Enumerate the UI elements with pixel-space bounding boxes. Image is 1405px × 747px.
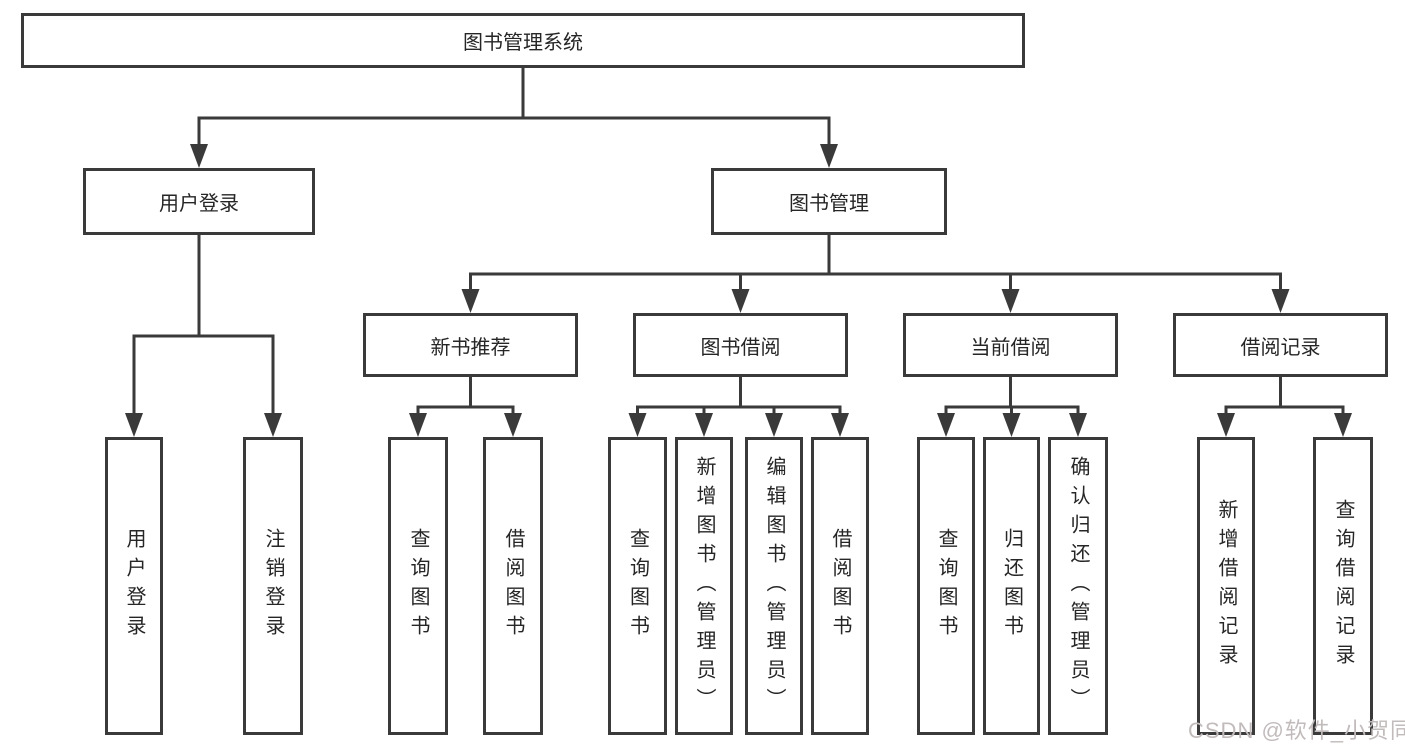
node-label-leaf-confirm-return: 确认归还（管理员）: [1067, 455, 1089, 717]
node-leaf-user-login: 用户登录: [105, 437, 163, 735]
node-leaf-add-book: 新增图书（管理员）: [675, 437, 733, 735]
node-label-leaf-add-record: 新增借阅记录: [1215, 499, 1237, 673]
arrowhead-icon: [937, 413, 955, 437]
node-label-leaf-query-record: 查询借阅记录: [1332, 499, 1354, 673]
arrowhead-icon: [504, 413, 522, 437]
arrowhead-icon: [765, 413, 783, 437]
node-new-book-recommend: 新书推荐: [363, 313, 578, 377]
node-label-current-borrow: 当前借阅: [970, 336, 1051, 359]
arrowhead-icon: [820, 144, 838, 168]
arrowhead-icon: [461, 289, 480, 313]
arrowhead-icon: [628, 413, 647, 437]
node-leaf-query-book-1: 查询图书: [388, 437, 448, 735]
arrowhead-icon: [1271, 289, 1290, 313]
arrowhead-icon: [264, 413, 282, 437]
node-label-leaf-add-book: 新增图书（管理员）: [693, 455, 715, 717]
node-leaf-return-book: 归还图书: [983, 437, 1040, 735]
node-book-management: 图书管理: [711, 168, 947, 235]
node-label-leaf-query-book-1: 查询图书: [407, 528, 429, 644]
arrowhead-icon: [1002, 413, 1021, 437]
node-label-borrow-record: 借阅记录: [1240, 336, 1321, 359]
node-label-book-management: 图书管理: [789, 193, 869, 215]
node-root: 图书管理系统: [21, 13, 1025, 68]
node-leaf-edit-book: 编辑图书（管理员）: [745, 437, 803, 735]
node-label-leaf-user-login: 用户登录: [123, 528, 145, 644]
arrowhead-icon: [695, 413, 713, 437]
node-leaf-borrow-book-1: 借阅图书: [483, 437, 543, 735]
arrowhead-icon: [1334, 413, 1352, 437]
node-label-user-login: 用户登录: [159, 193, 239, 215]
arrowhead-icon: [1217, 413, 1235, 437]
node-label-leaf-return-book: 归还图书: [1000, 528, 1023, 644]
node-label-leaf-edit-book: 编辑图书（管理员）: [763, 455, 785, 717]
arrowhead-icon: [831, 413, 849, 437]
arrowhead-icon: [1001, 289, 1020, 313]
node-leaf-query-record: 查询借阅记录: [1313, 437, 1373, 735]
node-current-borrow: 当前借阅: [903, 313, 1118, 377]
node-label-root: 图书管理系统: [463, 32, 583, 54]
arrowhead-icon: [190, 144, 208, 168]
node-book-borrow: 图书借阅: [633, 313, 848, 377]
node-label-leaf-logout: 注销登录: [262, 528, 284, 644]
arrowhead-icon: [409, 413, 427, 437]
node-leaf-logout: 注销登录: [243, 437, 303, 735]
node-label-leaf-borrow-book-1: 借阅图书: [502, 528, 524, 644]
node-label-leaf-borrow-book-2: 借阅图书: [829, 528, 851, 644]
arrowhead-icon: [1069, 413, 1087, 437]
node-leaf-confirm-return: 确认归还（管理员）: [1048, 437, 1108, 735]
node-label-leaf-query-book-3: 查询图书: [935, 528, 957, 644]
node-leaf-add-record: 新增借阅记录: [1197, 437, 1255, 735]
node-borrow-record: 借阅记录: [1173, 313, 1388, 377]
arrowhead-icon: [731, 289, 750, 313]
arrowhead-icon: [125, 413, 143, 437]
node-leaf-query-book-3: 查询图书: [917, 437, 975, 735]
node-label-book-borrow: 图书借阅: [700, 336, 781, 359]
node-leaf-borrow-book-2: 借阅图书: [811, 437, 869, 735]
node-user-login: 用户登录: [83, 168, 315, 235]
node-label-new-book-recommend: 新书推荐: [430, 336, 511, 359]
node-leaf-query-book-2: 查询图书: [608, 437, 667, 735]
node-label-leaf-query-book-2: 查询图书: [626, 528, 649, 644]
csdn-watermark: CSDN @软件_小贺同学: [1188, 718, 1405, 743]
